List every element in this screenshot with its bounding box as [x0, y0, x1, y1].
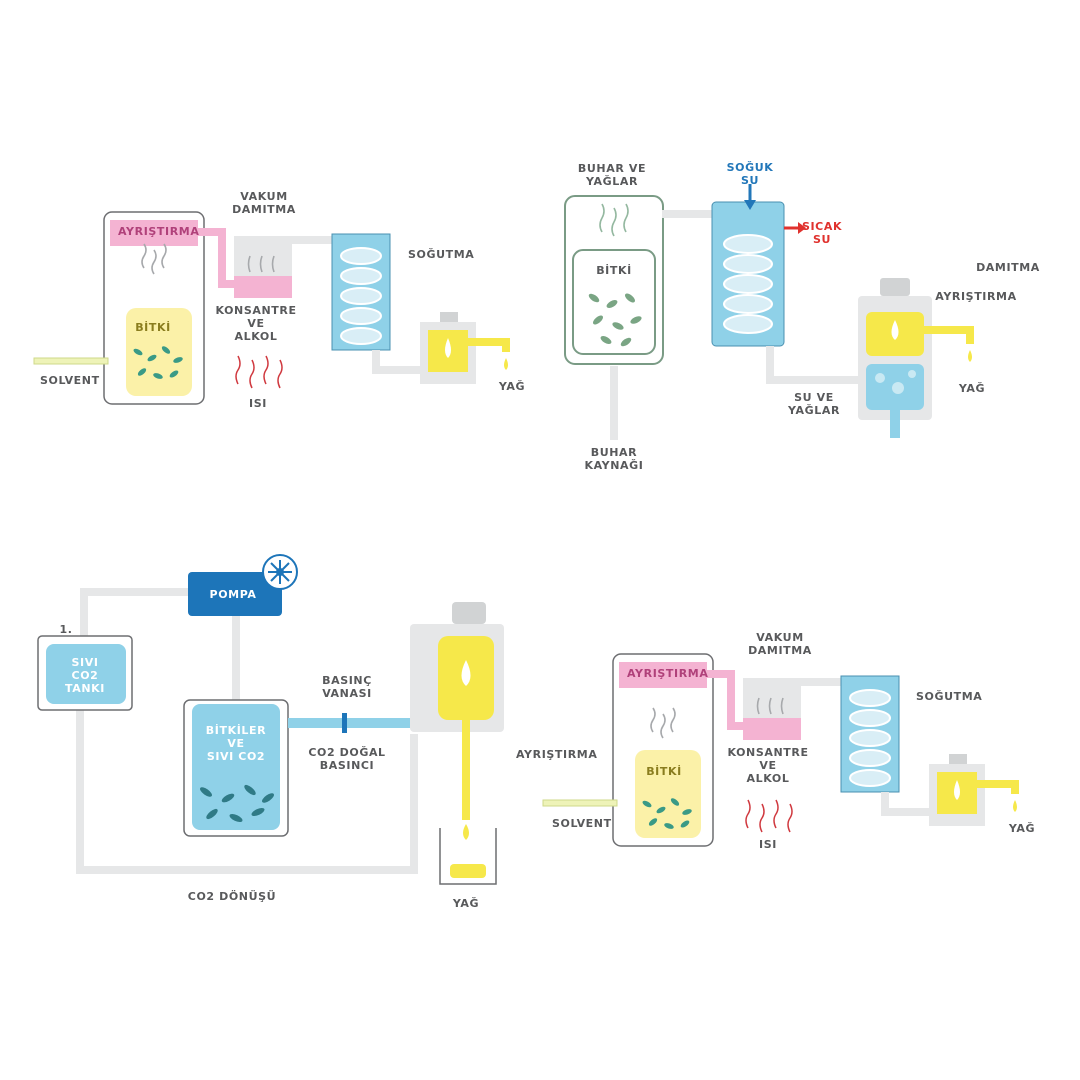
label-concentrate-2: VE [759, 759, 776, 772]
label-concentrate-3: ALKOL [747, 772, 790, 785]
label-steam-oil: YAĞ [958, 382, 985, 395]
label-oil: YAĞ [498, 380, 525, 393]
label-distillation: DAMITMA [976, 261, 1040, 274]
label-valve-2: VANASI [322, 687, 372, 700]
label-vacuum-1: VAKUM [240, 190, 288, 203]
label-hot-water-2: SU [813, 233, 831, 246]
label-steam-oils-2: YAĞLAR [585, 175, 638, 188]
label-concentrate-1: KONSANTRE [215, 304, 296, 317]
valve-icon [342, 713, 347, 733]
label-concentrate-1: KONSANTRE [727, 746, 808, 759]
panel-solvent-top: AYRIŞTIRMA VAKUM DAMITMA SOĞUTMA BİTKİ S… [34, 190, 525, 410]
label-water-oils-1: SU VE [794, 391, 834, 404]
label-plants-2: VE [227, 737, 244, 750]
label-plants-1: BİTKİLER [206, 723, 266, 737]
label-pump: POMPA [210, 588, 257, 601]
label-natural-2: BASINCI [320, 759, 374, 772]
label-water-oils-2: YAĞLAR [787, 404, 840, 417]
label-vacuum-1: VAKUM [756, 631, 804, 644]
label-cooling: SOĞUTMA [408, 248, 474, 261]
pump [188, 572, 282, 616]
label-steam-source-1: BUHAR [591, 446, 638, 459]
label-vacuum-2: DAMITMA [232, 203, 296, 216]
label-cold-water-2: SU [741, 174, 759, 187]
heat-icon [745, 799, 793, 833]
label-separation: AYRIŞTIRMA [118, 225, 199, 238]
label-tank-1: SIVI [71, 656, 98, 669]
fan-icon [262, 554, 298, 590]
label-steam-plant: BİTKİ [596, 263, 632, 277]
label-solvent: SOLVENT [552, 817, 612, 830]
label-concentrate-3: ALKOL [235, 330, 278, 343]
label-co2-return: CO2 DÖNÜŞÜ [188, 889, 276, 903]
panel-solvent-bottom: AYRIŞTIRMA VAKUM DAMITMA SOĞUTMA BİTKİ S… [543, 631, 1035, 851]
label-hot-water-1: SICAK [802, 220, 842, 233]
label-cold-water-1: SOĞUK [727, 161, 774, 174]
label-plant: BİTKİ [646, 764, 682, 778]
panel-steam: BUHAR VE YAĞLAR SOĞUK SU SICAK SU BİTKİ … [564, 161, 1040, 472]
solvent-module-top [34, 212, 508, 404]
label-co2-separation: AYRIŞTIRMA [516, 748, 597, 761]
label-valve-1: BASINÇ [322, 674, 372, 687]
label-plants-3: SIVI CO2 [207, 750, 265, 763]
label-concentrate-2: VE [247, 317, 264, 330]
label-steam-oils-1: BUHAR VE [578, 162, 646, 175]
label-solvent: SOLVENT [40, 374, 100, 387]
label-separation: AYRIŞTIRMA [627, 667, 708, 680]
label-natural-1: CO2 DOĞAL [308, 746, 385, 759]
label-plant: BİTKİ [135, 320, 171, 334]
label-tank-3: TANKI [65, 682, 105, 695]
solvent-module-bottom [543, 654, 1017, 846]
label-steam-source-2: KAYNAĞI [585, 459, 644, 472]
label-steam-separation: AYRIŞTIRMA [935, 290, 1016, 303]
label-cooling: SOĞUTMA [916, 690, 982, 703]
label-heat: ISI [249, 397, 267, 410]
label-oil: YAĞ [1008, 822, 1035, 835]
label-vacuum-2: DAMITMA [748, 644, 812, 657]
label-heat: ISI [759, 838, 777, 851]
heat-icon [235, 355, 283, 389]
label-step: 1. [59, 623, 72, 636]
label-co2-oil: YAĞ [452, 897, 479, 910]
label-tank-2: CO2 [72, 669, 99, 682]
panel-co2: 1. POMPA SIVI CO2 TANKI BİTKİLER VE SIVI… [37, 554, 597, 910]
